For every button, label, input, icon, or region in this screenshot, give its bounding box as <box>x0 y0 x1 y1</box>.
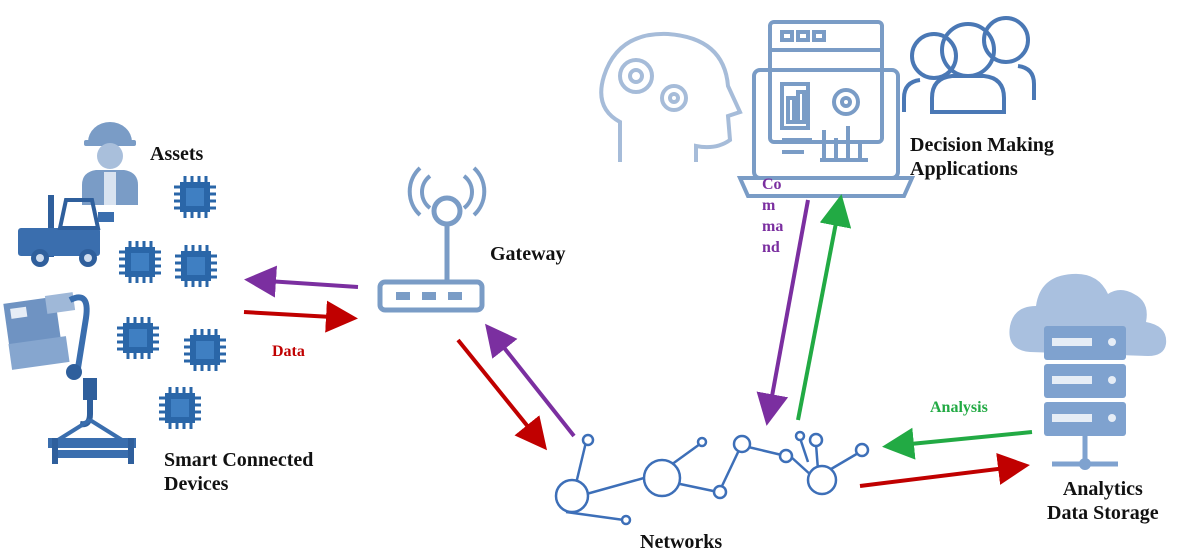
users-group-icon <box>902 16 1036 114</box>
analytics-line1: Analytics <box>1062 478 1143 500</box>
chip-icon <box>117 239 163 285</box>
data-arrow-gateway-to-network <box>456 338 548 451</box>
dashboard-monitor-icon <box>736 20 916 198</box>
chip-icon <box>157 385 203 431</box>
command-part: m <box>762 197 776 214</box>
command-label: Co m ma nd <box>762 174 783 258</box>
assets-label: Assets <box>150 143 204 165</box>
network-graph-icon <box>554 430 870 526</box>
command-part: nd <box>762 239 780 256</box>
router-icon <box>377 166 487 313</box>
chip-icon <box>182 327 228 373</box>
chip-icon <box>173 243 219 289</box>
data-arrow-devices-to-gateway <box>243 300 358 333</box>
analytics-storage-label: Analytics Data Storage <box>1047 477 1159 525</box>
analysis-label: Analysis <box>930 399 988 416</box>
smart-connected-devices-label: Smart Connected Devices <box>164 448 313 496</box>
gateway-label: Gateway <box>490 243 566 265</box>
ai-head-icon <box>599 31 743 162</box>
analysis-arrow-storage-to-network <box>882 427 1033 460</box>
decision-making-line2: Applications <box>910 158 1018 180</box>
hand-truck-icon <box>3 292 90 380</box>
command-part: Co <box>762 176 782 193</box>
decision-making-line1: Decision Making <box>910 134 1054 156</box>
decision-making-label: Decision Making Applications <box>910 133 1054 181</box>
command-arrow-gateway-to-devices <box>244 265 359 298</box>
analytics-line2: Data Storage <box>1047 502 1159 524</box>
smart-connected-devices-line2: Devices <box>164 473 229 495</box>
command-arrow-apps-to-network <box>756 199 810 426</box>
analysis-arrow-network-to-apps <box>796 194 852 421</box>
cloud-server-icon <box>1009 273 1167 470</box>
command-part: ma <box>762 218 784 235</box>
command-arrow-network-to-gateway <box>485 323 576 438</box>
worker-icon <box>82 122 138 205</box>
smart-connected-devices-line1: Smart Connected <box>164 449 314 471</box>
forklift-icon <box>18 195 114 267</box>
data-arrow-network-to-storage <box>859 453 1030 488</box>
chip-icon <box>115 315 161 361</box>
chip-icon <box>172 174 218 220</box>
networks-label: Networks <box>640 531 723 553</box>
data-label: Data <box>272 343 305 360</box>
crane-hook-icon <box>48 378 136 464</box>
